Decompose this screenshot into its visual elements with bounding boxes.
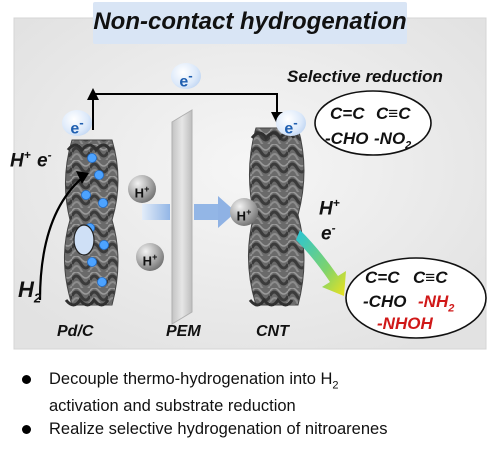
proton-symbol: H xyxy=(142,253,153,269)
electron-left: e- xyxy=(62,110,92,138)
amine-sub: 2 xyxy=(448,302,455,315)
proton-1: H+ xyxy=(128,175,156,203)
minus-sign: - xyxy=(47,148,52,162)
bullet-dot xyxy=(22,425,31,434)
electron-top: e- xyxy=(171,63,201,91)
substrate-alkyne: C≡C xyxy=(376,104,411,123)
minus-sign: - xyxy=(331,221,336,235)
flow-arrow-head xyxy=(218,196,236,228)
h-symbol: H xyxy=(10,150,24,172)
bullet-1-part-a: Decouple thermo-hydrogenation into H xyxy=(49,370,333,388)
electron-charge: - xyxy=(79,115,84,130)
bullet-1-subscript: 2 xyxy=(332,379,339,392)
pem-membrane xyxy=(171,109,193,325)
electron-symbol: e xyxy=(284,120,294,138)
product-alkyne: C≡C xyxy=(413,268,448,287)
substrate-aldehyde: -CHO xyxy=(325,129,369,148)
bullet-2-text: Realize selective hydrogenation of nitro… xyxy=(49,420,388,438)
h2-adsorption-site xyxy=(73,224,95,256)
bullet-1-text: Decouple thermo-hydrogenation into H2 ac… xyxy=(49,369,339,417)
proton-charge: + xyxy=(246,207,252,217)
proton-symbol: H xyxy=(134,185,145,201)
pdc-electrode xyxy=(64,139,119,306)
proton-3: H+ xyxy=(230,198,258,226)
product-alkene: C=C xyxy=(365,268,400,287)
e-symbol: e xyxy=(321,223,332,245)
bullet-1-part-b: activation and substrate reduction xyxy=(49,397,296,416)
proton-symbol: H xyxy=(236,208,247,224)
diagram-title: Non-contact hydrogenation xyxy=(93,8,407,35)
electron-right: e- xyxy=(276,110,306,138)
substrate-nitro: -NO2 xyxy=(374,129,411,151)
reduction-arrow xyxy=(296,230,346,296)
proton-charge: + xyxy=(144,184,150,194)
h2-sub: 2 xyxy=(33,290,42,306)
plus-sign: + xyxy=(332,196,340,210)
product-aldehyde: -CHO xyxy=(363,292,407,311)
electron-charge: - xyxy=(293,115,298,130)
h2-dissociation-arrow xyxy=(38,177,83,301)
amine-main: -NH xyxy=(418,292,449,311)
proton-charge: + xyxy=(152,252,158,262)
electron-symbol: e xyxy=(179,73,189,91)
product-amine: -NH2 xyxy=(418,292,454,314)
nitro-main: -NO xyxy=(374,129,406,148)
right-e-minus: e- xyxy=(321,221,336,245)
bullet-dot xyxy=(22,375,31,384)
external-circuit-wire xyxy=(92,93,278,130)
h-symbol: H xyxy=(319,198,333,220)
cnt-electrode xyxy=(248,127,305,306)
flow-arrow-body xyxy=(194,204,218,220)
product-ellipse xyxy=(345,257,487,339)
e-symbol: e xyxy=(37,150,48,172)
proton-2: H+ xyxy=(136,243,164,271)
h2-main: H xyxy=(18,277,34,302)
h2-label: H2 xyxy=(18,277,41,305)
wire-arrow-up xyxy=(87,88,99,100)
title-box: Non-contact hydrogenation xyxy=(93,2,407,44)
substrate-alkene: C=C xyxy=(330,104,365,123)
product-hydroxylamine: -NHOH xyxy=(377,314,433,333)
nitro-sub: 2 xyxy=(405,139,412,152)
flow-arrow-tail xyxy=(142,204,170,220)
left-e-minus: e- xyxy=(37,148,52,172)
pem-label: PEM xyxy=(166,323,201,340)
plus-sign: + xyxy=(23,148,31,162)
electron-symbol: e xyxy=(70,120,80,138)
selective-reduction-label: Selective reduction xyxy=(287,67,443,86)
right-h-plus: H+ xyxy=(319,196,340,220)
electron-charge: - xyxy=(188,68,193,83)
pdc-label: Pd/C xyxy=(57,323,94,340)
cnt-label: CNT xyxy=(256,323,289,340)
left-h-plus: H+ xyxy=(10,148,31,172)
substrate-ellipse xyxy=(314,90,432,156)
